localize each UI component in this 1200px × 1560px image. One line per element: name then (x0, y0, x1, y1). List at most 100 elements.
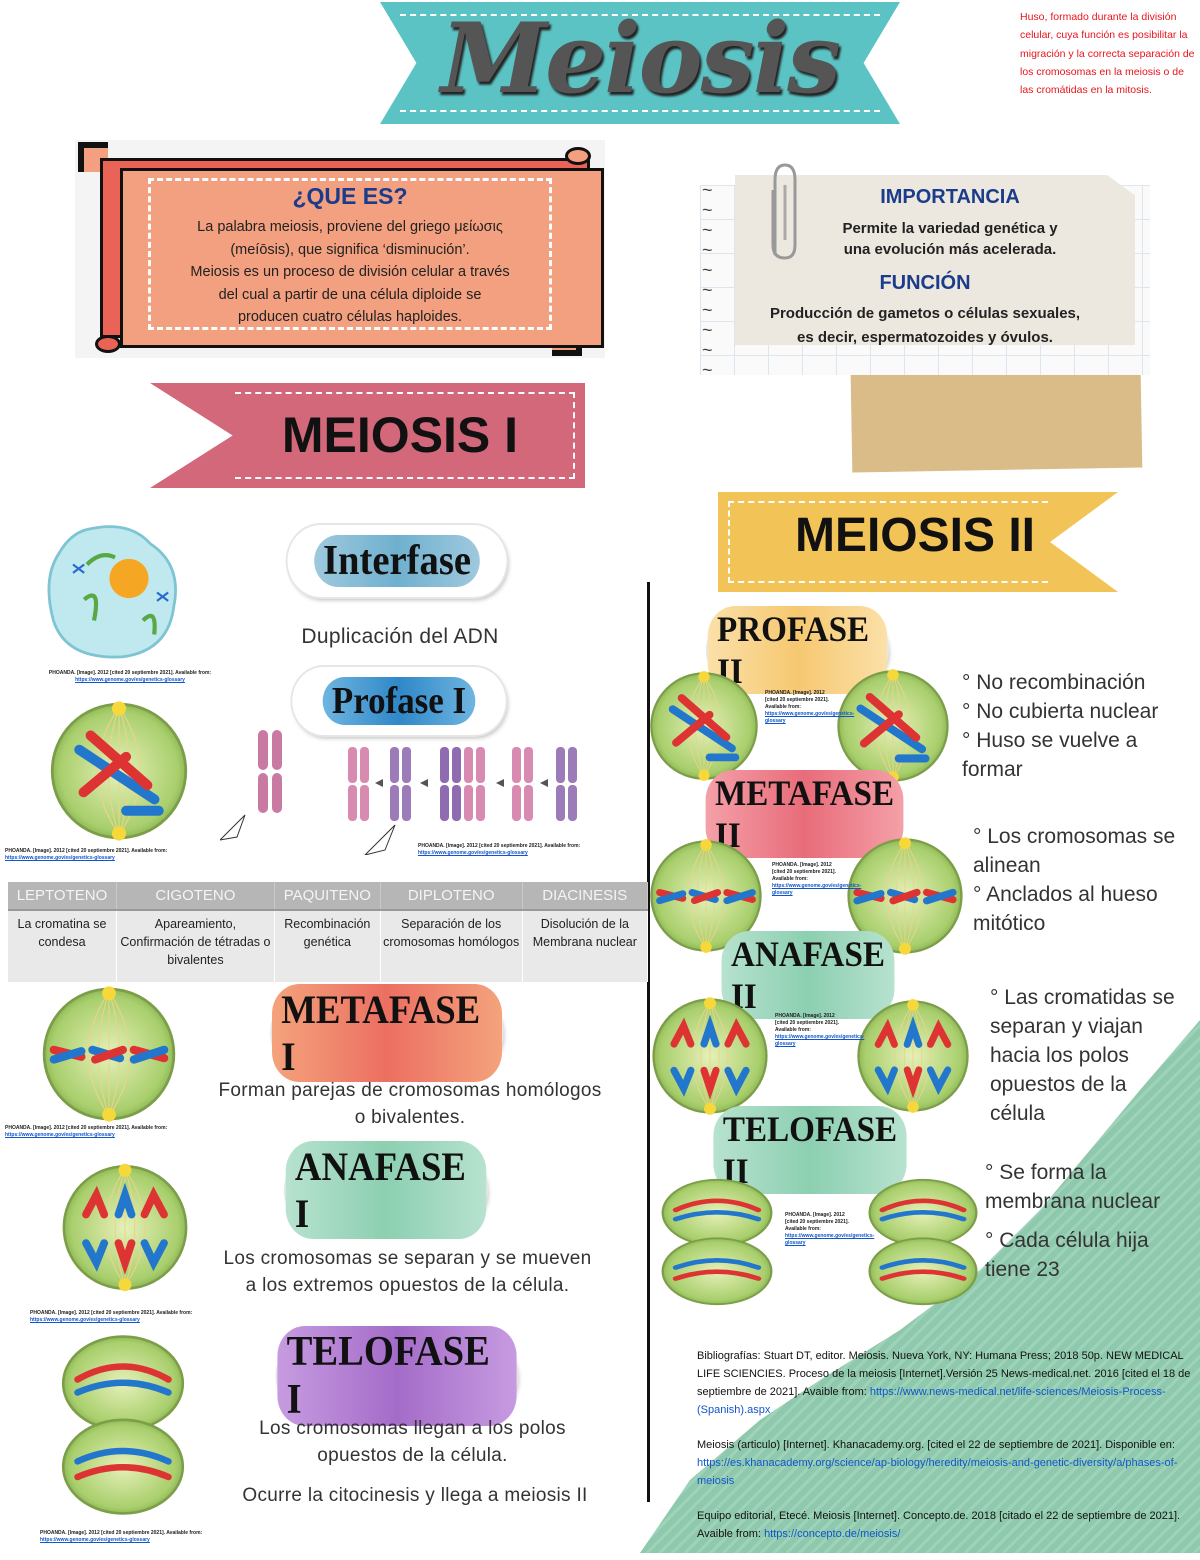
telofase-1-label: TELOFASE I (277, 1326, 517, 1426)
phase-title: PROFASE II (707, 606, 888, 694)
text-line: Permite la variedad genética y (842, 220, 1058, 237)
anafase-2-label: ANAFASE II (721, 931, 895, 1019)
telofase-2-cell-right (865, 1178, 981, 1306)
text-line: una evolución más acelerada. (843, 241, 1057, 258)
image-caption: PHOANDA. [Image]. 2012 [cited 20 septiem… (772, 862, 862, 897)
text-line: (meíōsis), que significa ‘disminución’. (230, 241, 470, 258)
text-line: producen cuatro células haploides. (237, 309, 463, 325)
text-line: es decir, espermatozoides y óvulos. (797, 329, 1053, 346)
caption-link[interactable]: https://www.genome.gov/es/genetics-gloss… (775, 1034, 865, 1047)
citation-text: Equipo editorial, Etecé. Meiosis [Intern… (697, 1510, 1181, 1540)
image-caption: PHOANDA. [Image]. 2012 [cited 20 septiem… (785, 1212, 875, 1247)
telofase-2-bullets: ° Se forma la membrana nuclear° Cada cél… (985, 1158, 1185, 1284)
citation-link[interactable]: https://www.news-medical.net/life-scienc… (697, 1386, 1166, 1416)
metafase-1-description: Forman parejas de cromosomas homólogos o … (190, 1077, 630, 1131)
phase-title: Interfase (313, 535, 481, 587)
interfase-label: Interfase (287, 525, 507, 597)
page-title: Meiosis (440, 2, 841, 115)
profase-1-cell-image (48, 700, 190, 842)
anafase-2-bullets: ° Las cromatidas se separan y viajan hac… (990, 983, 1180, 1128)
caption-text: PHOANDA. [Image]. 2012 [cited 20 septiem… (772, 862, 836, 882)
text-line: del cual a partir de una célula diploide… (218, 286, 482, 303)
text-line: a los extremos opuestos de la célula. (245, 1275, 570, 1296)
anafase-1-cell-image (60, 1150, 190, 1305)
image-caption: PHOANDA. [Image]. 2012 [cited 20 septiem… (30, 670, 230, 684)
caption-link[interactable]: https://www.genome.gov/es/genetics-gloss… (40, 1537, 150, 1543)
caption-link[interactable]: https://www.genome.gov/es/genetics-gloss… (772, 883, 862, 896)
caption-link[interactable]: https://www.genome.gov/es/genetics-gloss… (5, 1132, 115, 1138)
table-header: DIPLOTENO (380, 882, 523, 911)
text-line: La palabra meiosis, proviene del griego … (197, 219, 503, 235)
text-line: Los cromosomas se separan y se mueven (223, 1248, 592, 1269)
funcion-text: Producción de gametos o células sexuales… (745, 302, 1105, 350)
citation-text: Meiosis (articulo) [Internet]. Khanacade… (697, 1439, 1175, 1451)
phase-title: ANAFASE I (285, 1141, 487, 1239)
phase-title: Profase I (322, 677, 476, 725)
citation-link[interactable]: https://es.khanacademy.org/science/ap-bi… (697, 1457, 1178, 1487)
que-es-dash (148, 178, 552, 330)
text-line: Los cromosomas llegan a los polos (259, 1418, 566, 1439)
telofase-1-cell-image (58, 1330, 188, 1520)
table-cell: Disolución de la Membrana nuclear (522, 910, 649, 982)
paperclip-icon (771, 163, 797, 260)
table-header-row: LEPTOTENO CIGOTENO PAQUITENO DIPLOTENO D… (8, 882, 649, 911)
bullet-item: ° Anclados al hueso mitótico (973, 883, 1158, 935)
table-cell: Separación de los cromosomas homólogos (380, 910, 523, 982)
note-card (735, 175, 1135, 345)
caption-text: PHOANDA. [Image]. 2012 [cited 20 septiem… (5, 848, 168, 854)
circle-decoration (565, 147, 591, 165)
que-es-title: ¿QUE ES? (292, 183, 408, 209)
image-caption: PHOANDA. [Image]. 2012 [cited 20 septiem… (40, 1530, 240, 1544)
table-header: PAQUITENO (274, 882, 381, 911)
caption-text: PHOANDA. [Image]. 2012 [cited 20 septiem… (5, 1125, 168, 1131)
caption-text: PHOANDA. [Image]. 2012 [cited 20 septiem… (765, 690, 829, 710)
bullet-item: ° Las cromatidas se separan y viajan hac… (990, 986, 1175, 1125)
profase-2-bullets: ° No recombinación° No cubierta nuclear°… (962, 668, 1197, 784)
text-line: o bivalentes. (354, 1107, 466, 1128)
text-line: Forman parejas de cromosomas homólogos (218, 1080, 602, 1101)
column-divider (647, 582, 650, 1502)
caption-link[interactable]: https://www.genome.gov/es/genetics-gloss… (418, 850, 528, 856)
phase-title: METAFASE I (272, 983, 502, 1082)
caption-text: PHOANDA. [Image]. 2012 [cited 20 septiem… (785, 1212, 849, 1232)
image-caption: PHOANDA. [Image]. 2012 [cited 20 septiem… (775, 1013, 865, 1048)
bullet-item: ° Huso se vuelve a formar (962, 729, 1138, 781)
caption-link[interactable]: https://www.genome.gov/es/genetics-gloss… (75, 677, 185, 683)
meiosis-1-title: MEIOSIS I (281, 407, 519, 463)
bibliography-entry: Bibliografías: Stuart DT, editor. Meiosi… (697, 1347, 1192, 1419)
bibliography: Bibliografías: Stuart DT, editor. Meiosi… (697, 1347, 1192, 1560)
caption-link[interactable]: https://www.genome.gov/es/genetics-gloss… (765, 711, 855, 724)
citation-link[interactable]: https://concepto.de/meiosis/ (764, 1528, 901, 1540)
metafase-1-label: METAFASE I (272, 983, 502, 1082)
importancia-text: Permite la variedad genética y una evoluc… (790, 218, 1110, 260)
caption-link[interactable]: https://www.genome.gov/es/genetics-gloss… (785, 1233, 875, 1246)
table-cell: Recombinación genética (274, 910, 381, 982)
bullet-item: ° Se forma la membrana nuclear (985, 1161, 1161, 1213)
table-cell: La cromatina se condesa (8, 910, 117, 982)
image-caption: PHOANDA. [Image]. 2012 [cited 20 septiem… (765, 690, 855, 725)
profase-2-cell-left (648, 668, 760, 784)
phase-title: ANAFASE II (721, 931, 895, 1019)
image-caption: PHOANDA. [Image]. 2012 [cited 20 septiem… (30, 1310, 230, 1324)
phase-title: METAFASE II (705, 770, 904, 858)
anafase-2-cell-right (855, 993, 971, 1119)
notebook-spiral-icon: ~~~~~~~~~~ (702, 180, 713, 380)
importancia-title: IMPORTANCIA (880, 186, 1020, 208)
caption-text: PHOANDA. [Image]. 2012 [cited 20 septiem… (30, 1310, 193, 1316)
telofase-2-cell-left (658, 1178, 776, 1306)
bibliography-entry: Meiosis (articulo) [Internet]. Khanacade… (697, 1436, 1192, 1490)
title-ribbon-stitch (400, 14, 880, 112)
table-header: CIGOTENO (116, 882, 275, 911)
bullet-item: ° Los cromosomas se alinean (973, 825, 1176, 877)
caption-link[interactable]: https://www.genome.gov/es/genetics-gloss… (5, 855, 115, 861)
caption-link[interactable]: https://www.genome.gov/es/genetics-gloss… (30, 1317, 140, 1323)
que-es-text: La palabra meiosis, proviene del griego … (152, 216, 548, 329)
text-line: Meiosis es un proceso de división celula… (190, 264, 510, 280)
bullet-item: ° No recombinación (962, 671, 1146, 694)
chromosome-stages-diagram (220, 730, 577, 855)
table-header: DIACINESIS (522, 882, 649, 911)
table-header: LEPTOTENO (8, 882, 117, 911)
citation-text: Bibliografías: Stuart DT, editor. Meiosi… (697, 1350, 1191, 1398)
telofase-2-label: TELOFASE II (713, 1106, 907, 1194)
profase-2-label: PROFASE II (707, 606, 888, 694)
